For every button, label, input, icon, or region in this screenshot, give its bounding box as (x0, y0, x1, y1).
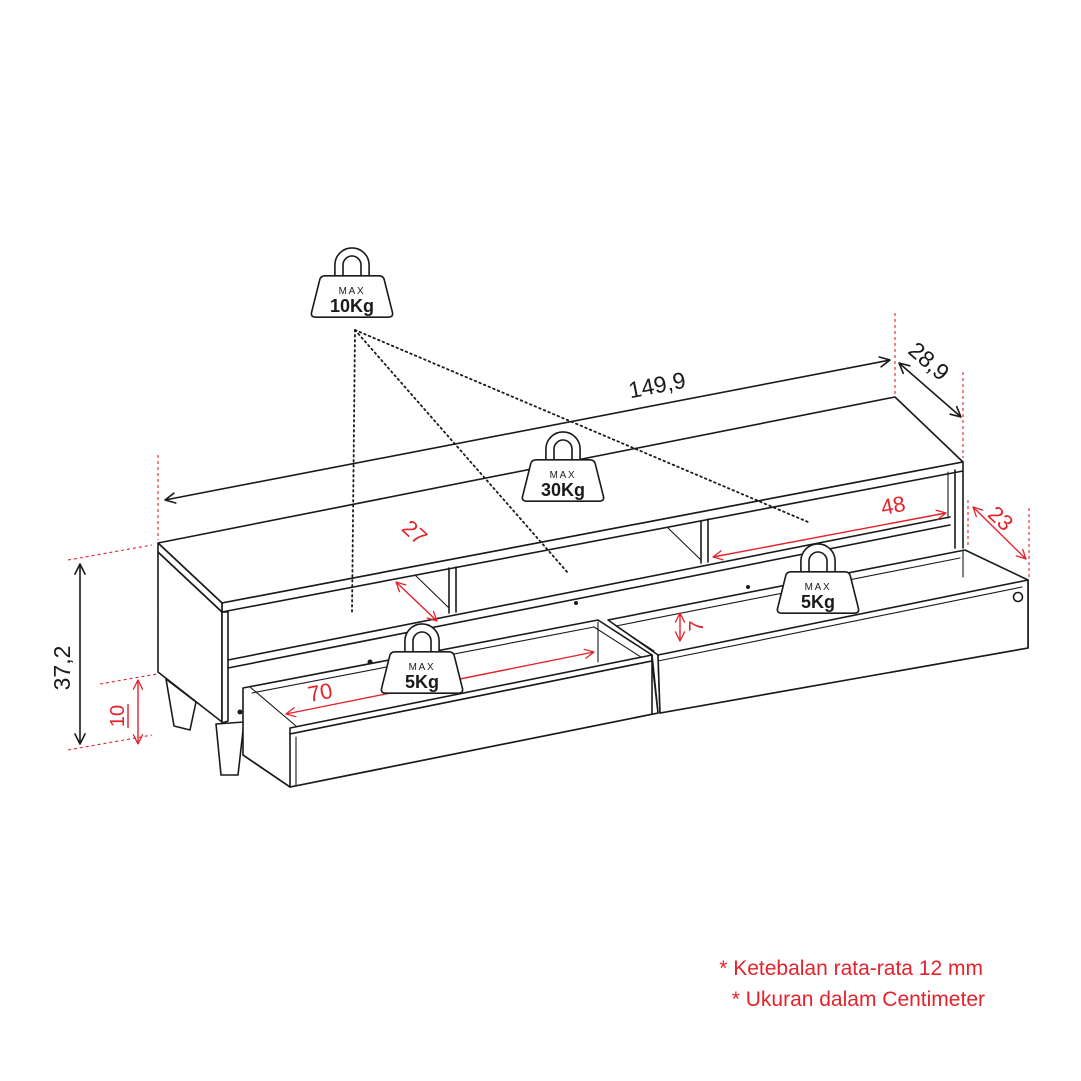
footnotes: * Ketebalan rata-rata 12 mm * Ukuran dal… (719, 957, 985, 1011)
weight-icon-cabinet-top: MAX 30Kg (521, 431, 605, 503)
weight-icon-left-drawer: MAX 5Kg (380, 623, 464, 695)
weight-body (521, 458, 605, 503)
right-drawer-front (657, 579, 1029, 714)
weight-body (380, 650, 464, 695)
weight-body (310, 274, 394, 319)
weight-icon-right-drawer: MAX 5Kg (776, 543, 860, 615)
left-panel-front-edge (221, 611, 229, 724)
brand-logo-icon (1012, 591, 1024, 603)
shelf-depth-arrow (395, 581, 438, 622)
weight-handle (334, 247, 370, 279)
right-drawer-front-rim (657, 586, 1023, 662)
screw-icon (574, 601, 578, 605)
length-arrow (164, 356, 891, 504)
weight-body (776, 570, 860, 615)
weight-icon-top-surface: MAX 10Kg (310, 247, 394, 319)
left-drawer-side-bottom (242, 754, 291, 788)
weight-value: 30Kg (541, 480, 585, 500)
ext-line (99, 673, 158, 685)
note-units: * Ukuran dalam Centimeter (732, 988, 985, 1011)
weight-max-label: MAX (550, 470, 577, 481)
front-left-leg (215, 721, 245, 776)
weight-value: 10Kg (330, 296, 374, 316)
weight-handle (545, 431, 581, 463)
top-board-left-edge (157, 542, 223, 613)
weight-max-label: MAX (339, 286, 366, 297)
drawer-depth-arrow (972, 506, 1027, 560)
weight-value: 5Kg (405, 672, 439, 692)
left-drawer-right-rim (593, 626, 645, 660)
weight-handle (800, 543, 836, 575)
left-drawer-side-rim (249, 686, 297, 727)
compartment-width-arrow (712, 509, 947, 561)
right-drawer (607, 549, 1029, 714)
length-label: 149,9 (626, 367, 687, 404)
weight-value: 5Kg (801, 592, 835, 612)
leg-height-label: 10 (107, 705, 129, 727)
compartment-width-label: 48 (879, 491, 908, 520)
divider-right (667, 518, 709, 564)
extension-lines (67, 313, 1030, 751)
depth-arrow (898, 362, 962, 418)
screw-icon (237, 709, 243, 715)
ext-line (67, 734, 153, 751)
depth-label: 28,9 (904, 337, 955, 386)
note-thickness: * Ketebalan rata-rata 12 mm (719, 957, 983, 980)
drawer-depth-label: 23 (983, 501, 1018, 536)
right-drawer-left-rim (615, 625, 655, 652)
screw-icon (367, 659, 373, 665)
ext-line (67, 544, 153, 561)
drawer-width-label: 70 (306, 678, 335, 707)
back-left-leg (165, 678, 197, 731)
weight-handle (404, 623, 440, 655)
height-label: 37,2 (49, 646, 75, 691)
weight-max-label: MAX (409, 662, 436, 673)
drawer-height-label: 7 (686, 620, 708, 631)
screw-icon (746, 585, 750, 589)
weight-max-label: MAX (805, 582, 832, 593)
